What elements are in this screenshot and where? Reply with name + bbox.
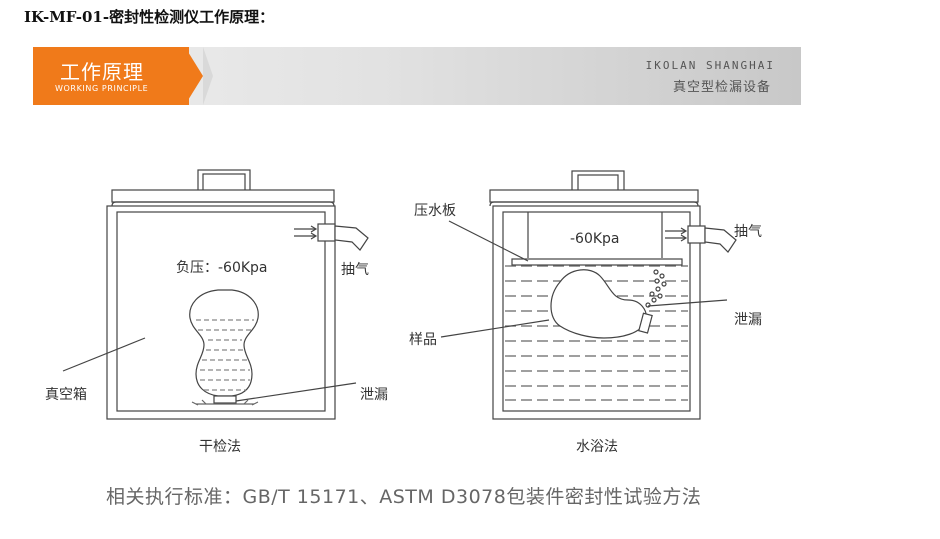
dry-sample-bottle — [189, 289, 259, 406]
banner-orange-tab: 工作原理 WORKING PRINCIPLE — [33, 47, 189, 105]
dry-pressure-label: 负压：-60Kpa — [176, 260, 268, 276]
dry-method-caption: 干检法 — [199, 439, 241, 455]
sample-label: 样品 — [409, 332, 437, 348]
page-title: IK-MF-01-密封性检测仪工作原理： — [24, 8, 275, 26]
water-pressure-plate — [511, 212, 683, 266]
water-exhaust-label: 抽气 — [734, 224, 762, 240]
water-method-caption: 水浴法 — [576, 439, 618, 455]
header-banner: 工作原理 WORKING PRINCIPLE IKOLAN SHANGHAI 真… — [33, 47, 801, 105]
plate-leader — [448, 220, 529, 262]
banner-brand-cn: 真空型检漏设备 — [672, 80, 771, 95]
sample-leader — [440, 319, 550, 338]
water-leak-leader — [647, 299, 728, 307]
banner-title: 工作原理 — [60, 60, 144, 84]
dry-leak-leader — [235, 382, 357, 402]
banner-subtitle: WORKING PRINCIPLE — [55, 84, 149, 93]
pressure-plate-label: 压水板 — [414, 203, 456, 219]
water-sample-bag — [550, 269, 653, 339]
dry-exhaust-label: 抽气 — [341, 262, 369, 278]
water-leak-label: 泄漏 — [734, 312, 762, 328]
water-pressure-label: -60Kpa — [570, 231, 620, 247]
dry-chamber-leader — [62, 337, 146, 372]
banner-arrow — [185, 47, 203, 105]
water-exhaust-nozzle — [665, 225, 737, 253]
leak-bubbles — [645, 269, 667, 308]
standard-text: 相关执行标准：GB/T 15171、ASTM D3078包装件密封性试验方法 — [106, 486, 702, 508]
banner-arrow-shade — [203, 47, 213, 105]
dry-exhaust-nozzle — [294, 223, 369, 251]
vacuum-chamber-label: 真空箱 — [45, 387, 87, 403]
dry-leak-label: 泄漏 — [360, 387, 388, 403]
banner-brand-en: IKOLAN SHANGHAI — [645, 59, 775, 72]
